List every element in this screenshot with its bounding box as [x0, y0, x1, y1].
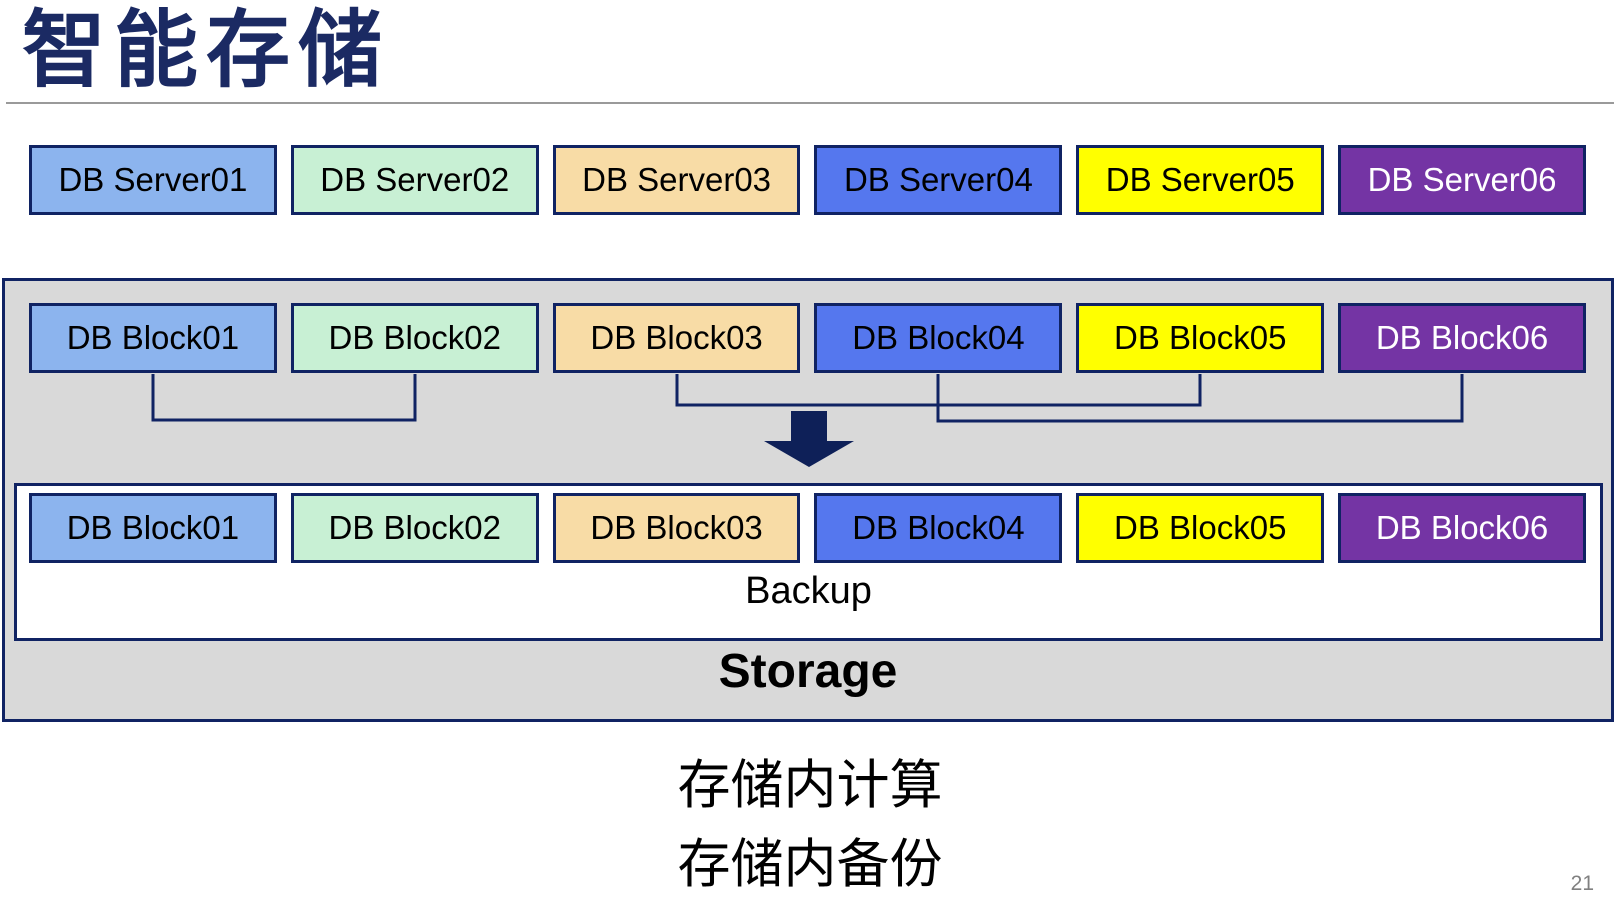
backup-block-box-6: DB Block06 [1338, 493, 1586, 563]
server-row: DB Server01 DB Server02 DB Server03 DB S… [29, 145, 1586, 215]
server-box-1: DB Server01 [29, 145, 277, 215]
backup-block-box-4: DB Block04 [814, 493, 1063, 563]
page-number: 21 [1570, 872, 1594, 895]
block-box-2: DB Block02 [290, 303, 539, 373]
block-box-5: DB Block05 [1076, 303, 1325, 373]
caption-line-1: 存储内计算 [677, 756, 943, 815]
server-box-5: DB Server05 [1076, 145, 1325, 215]
backup-block-box-5: DB Block05 [1076, 493, 1325, 563]
caption-block: 存储内计算 存储内备份 [0, 746, 1620, 904]
block-box-4: DB Block04 [814, 303, 1063, 373]
block-box-1: DB Block01 [29, 303, 277, 373]
block-box-6: DB Block06 [1338, 303, 1586, 373]
backup-block-box-2: DB Block02 [290, 493, 539, 563]
backup-block-row: DB Block01 DB Block02 DB Block03 DB Bloc… [29, 493, 1586, 563]
server-box-3: DB Server03 [552, 145, 801, 215]
title-divider [6, 102, 1614, 104]
caption-line-2: 存储内备份 [677, 835, 943, 894]
backup-block-box-3: DB Block03 [552, 493, 801, 563]
storage-label: Storage [718, 645, 898, 698]
page-title: 智能存储 [22, 3, 391, 97]
server-box-4: DB Server04 [814, 145, 1063, 215]
block-row: DB Block01 DB Block02 DB Block03 DB Bloc… [29, 303, 1586, 373]
server-box-2: DB Server02 [290, 145, 539, 215]
backup-label: Backup [745, 570, 872, 612]
server-box-6: DB Server06 [1338, 145, 1586, 215]
block-box-3: DB Block03 [552, 303, 801, 373]
backup-block-box-1: DB Block01 [29, 493, 277, 563]
